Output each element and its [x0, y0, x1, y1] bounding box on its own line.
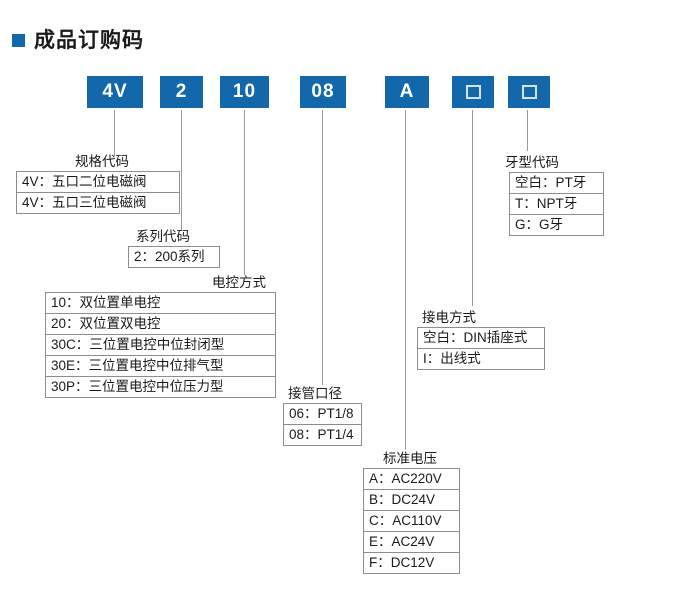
leader-line-series — [181, 110, 182, 231]
group-title-control: 电控方式 — [212, 275, 266, 290]
leader-line-wiring — [472, 110, 473, 306]
table-port: 06：PT1/8 08：PT1/4 — [283, 403, 362, 446]
table-row: 空白：PT牙 — [510, 173, 603, 194]
group-title-port: 接管口径 — [288, 386, 342, 401]
code-box-thread — [508, 76, 550, 108]
table-row: 2：200系列 — [129, 247, 219, 268]
table-row: 30C：三位置电控中位封闭型 — [46, 335, 275, 356]
table-row: E：AC24V — [364, 532, 459, 553]
table-row: 30E：三位置电控中位排气型 — [46, 356, 275, 377]
group-title-spec: 规格代码 — [75, 154, 129, 169]
table-series: 2：200系列 — [128, 246, 220, 268]
table-row: 10：双位置单电控 — [46, 293, 275, 314]
table-row: 30P：三位置电控中位压力型 — [46, 377, 275, 398]
table-row: 06：PT1/8 — [284, 404, 361, 425]
table-row: T：NPT牙 — [510, 194, 603, 215]
code-box-voltage: A — [385, 76, 429, 108]
blank-placeholder-icon — [521, 85, 537, 99]
group-title-series: 系列代码 — [136, 229, 190, 244]
code-box-wiring — [452, 76, 494, 108]
code-box-port: 08 — [300, 76, 346, 108]
leader-line-port — [322, 110, 323, 385]
code-box-series: 2 — [160, 76, 203, 108]
code-box-control: 10 — [220, 76, 269, 108]
leader-line-spec — [114, 110, 115, 156]
table-row: 20：双位置双电控 — [46, 314, 275, 335]
table-row: 4V：五口二位电磁阀 — [17, 172, 179, 193]
table-row: 4V：五口三位电磁阀 — [17, 193, 179, 214]
table-voltage: A：AC220V B：DC24V C：AC110V E：AC24V F：DC12… — [363, 468, 460, 574]
table-row: G：G牙 — [510, 215, 603, 236]
table-row: I：出线式 — [418, 349, 544, 370]
table-thread: 空白：PT牙 T：NPT牙 G：G牙 — [509, 172, 604, 236]
table-row: A：AC220V — [364, 469, 459, 490]
blank-placeholder-icon — [465, 85, 481, 99]
page-header: 成品订购码 — [12, 30, 144, 51]
table-wiring: 空白：DIN插座式 I：出线式 — [417, 327, 545, 370]
table-row: F：DC12V — [364, 553, 459, 574]
table-row: B：DC24V — [364, 490, 459, 511]
table-control: 10：双位置单电控 20：双位置双电控 30C：三位置电控中位封闭型 30E：三… — [45, 292, 276, 398]
square-bullet-icon — [12, 34, 25, 47]
leader-line-control — [244, 110, 245, 275]
table-row: 空白：DIN插座式 — [418, 328, 544, 349]
group-title-wiring: 接电方式 — [422, 310, 476, 325]
group-title-thread: 牙型代码 — [505, 155, 559, 170]
table-row: C：AC110V — [364, 511, 459, 532]
page-title: 成品订购码 — [34, 29, 144, 52]
group-title-voltage: 标准电压 — [383, 451, 437, 466]
table-row: 08：PT1/4 — [284, 425, 361, 446]
leader-line-voltage — [405, 110, 406, 450]
table-spec: 4V：五口二位电磁阀 4V：五口三位电磁阀 — [16, 171, 180, 214]
leader-line-thread — [527, 110, 528, 151]
code-box-spec: 4V — [87, 76, 143, 108]
